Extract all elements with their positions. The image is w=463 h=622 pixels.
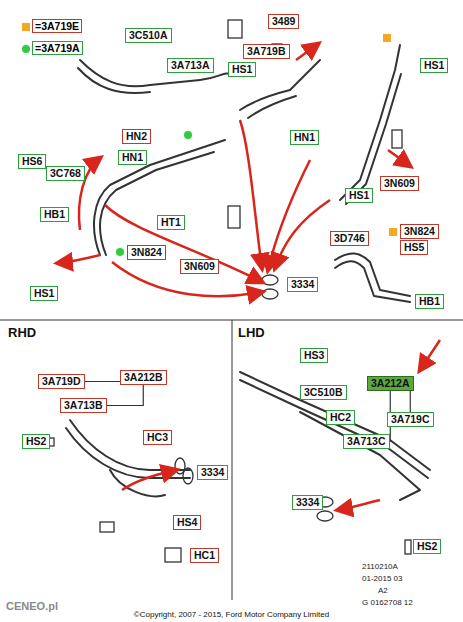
watermark: CENEO.pl [6,600,58,612]
part-number-box: HS4 [173,515,201,530]
part-number-box: 3489 [268,14,299,29]
part-number: HB1 [419,295,440,307]
part-number: HS6 [22,155,42,167]
part-number: HS1 [424,59,444,71]
part-number: HC1 [194,549,215,561]
part-number-box: HS2 [22,434,50,449]
part-number: 3D746 [334,232,365,244]
part-number: 3N824 [404,225,435,237]
part-number-box: 3N609 [380,176,419,191]
part-number: 3334 [201,466,224,478]
part-number-box: HS1 [420,58,448,73]
part-number-box: 3334 [197,465,228,480]
part-number: HC3 [147,431,168,443]
part-number: HT1 [161,216,181,228]
part-number: 3A713B [64,399,103,411]
copyright-caption: ©Copyright, 2007 - 2015, Ford Motor Comp… [0,610,463,619]
part-number-box: HS5 [400,240,428,255]
part-number-box: 3C510B [300,385,347,400]
part-number-box: HS2 [413,539,441,554]
part-number: 3A713C [347,435,386,447]
part-number: 3N824 [131,246,162,258]
part-number-box: HT1 [157,215,185,230]
legend-swatch [22,45,30,53]
part-number: 3A719B [247,45,286,57]
drawing-reference: 01-2015 03 [362,574,402,583]
part-number-box: 3A719D [38,374,85,389]
part-number-box: HC3 [143,430,172,445]
part-number: 3334 [291,278,314,290]
part-number-box: 3334 [292,495,323,510]
section-label: RHD [8,325,36,340]
part-number: 3A719D [42,375,81,387]
part-number-box: 3D746 [330,231,369,246]
legend-text: =3A719E [32,19,82,33]
part-number: 3A713A [171,59,210,71]
part-number: 3A212A [371,377,410,389]
bracket-line [410,391,411,412]
part-number-box: HS3 [300,348,328,363]
part-number: 3C510B [304,386,343,398]
part-number-box: 3334 [287,277,318,292]
part-number-box: 3A719C [387,412,434,427]
part-number: HS1 [349,189,369,201]
part-number: 3334 [296,496,319,508]
part-number-box: HN1 [290,130,319,145]
drawing-reference: A2 [378,586,388,595]
part-number-box: 3N609 [180,259,219,274]
part-number: 3A719C [391,413,430,425]
part-number-box: 3A212A [367,376,414,391]
part-number-box: 3A719B [243,44,290,59]
part-number: HC2 [330,411,351,423]
part-number: 3A212B [124,371,163,383]
part-number-box: HB1 [40,207,69,222]
part-number-box: HS1 [30,286,58,301]
part-number-box: 3N824 [127,245,166,260]
section-label: LHD [238,325,265,340]
part-number-box: HS6 [18,154,46,169]
part-number-box: HB1 [415,294,444,309]
drawing-reference: 2110210A [362,562,398,571]
part-number-box: HS1 [345,188,373,203]
legend-swatch [22,23,30,31]
legend-row: =3A719E [22,20,82,33]
part-number: HS2 [26,435,46,447]
part-number-box: 3C768 [46,166,85,181]
part-number-box: 3C510A [125,28,172,43]
part-number: 3C510A [129,29,168,41]
part-number: HS4 [177,516,197,528]
part-number-box: 3A713C [343,434,390,449]
part-number: 3N609 [184,260,215,272]
part-number-box: 3N824 [400,224,439,239]
part-number: 3N609 [384,177,415,189]
part-number: 3489 [272,15,295,27]
part-number-box: HN2 [122,129,151,144]
part-number: HN1 [294,131,315,143]
part-number: HB1 [44,208,65,220]
part-number: HS3 [304,349,324,361]
part-number: HN1 [122,151,143,163]
part-number: 3C768 [50,167,81,179]
bracket-line [85,381,120,382]
legend-text: =3A719A [32,41,83,55]
part-number: HS5 [404,241,424,253]
part-number: HS1 [232,63,252,75]
part-number-box: HN1 [118,150,147,165]
legend-row: =3A719A [22,42,83,55]
bracket-line [107,385,144,406]
part-number: HS1 [34,287,54,299]
part-number-box: 3A713B [60,398,107,413]
part-number-box: 3A713A [167,58,214,73]
part-number-box: HC1 [190,548,219,563]
part-number-box: HC2 [326,410,355,425]
part-number-box: HS1 [228,62,256,77]
drawing-reference: G 0162708 12 [362,598,413,607]
part-number: HS2 [417,540,437,552]
part-number-box: 3A212B [120,370,167,385]
part-number: HN2 [126,130,147,142]
